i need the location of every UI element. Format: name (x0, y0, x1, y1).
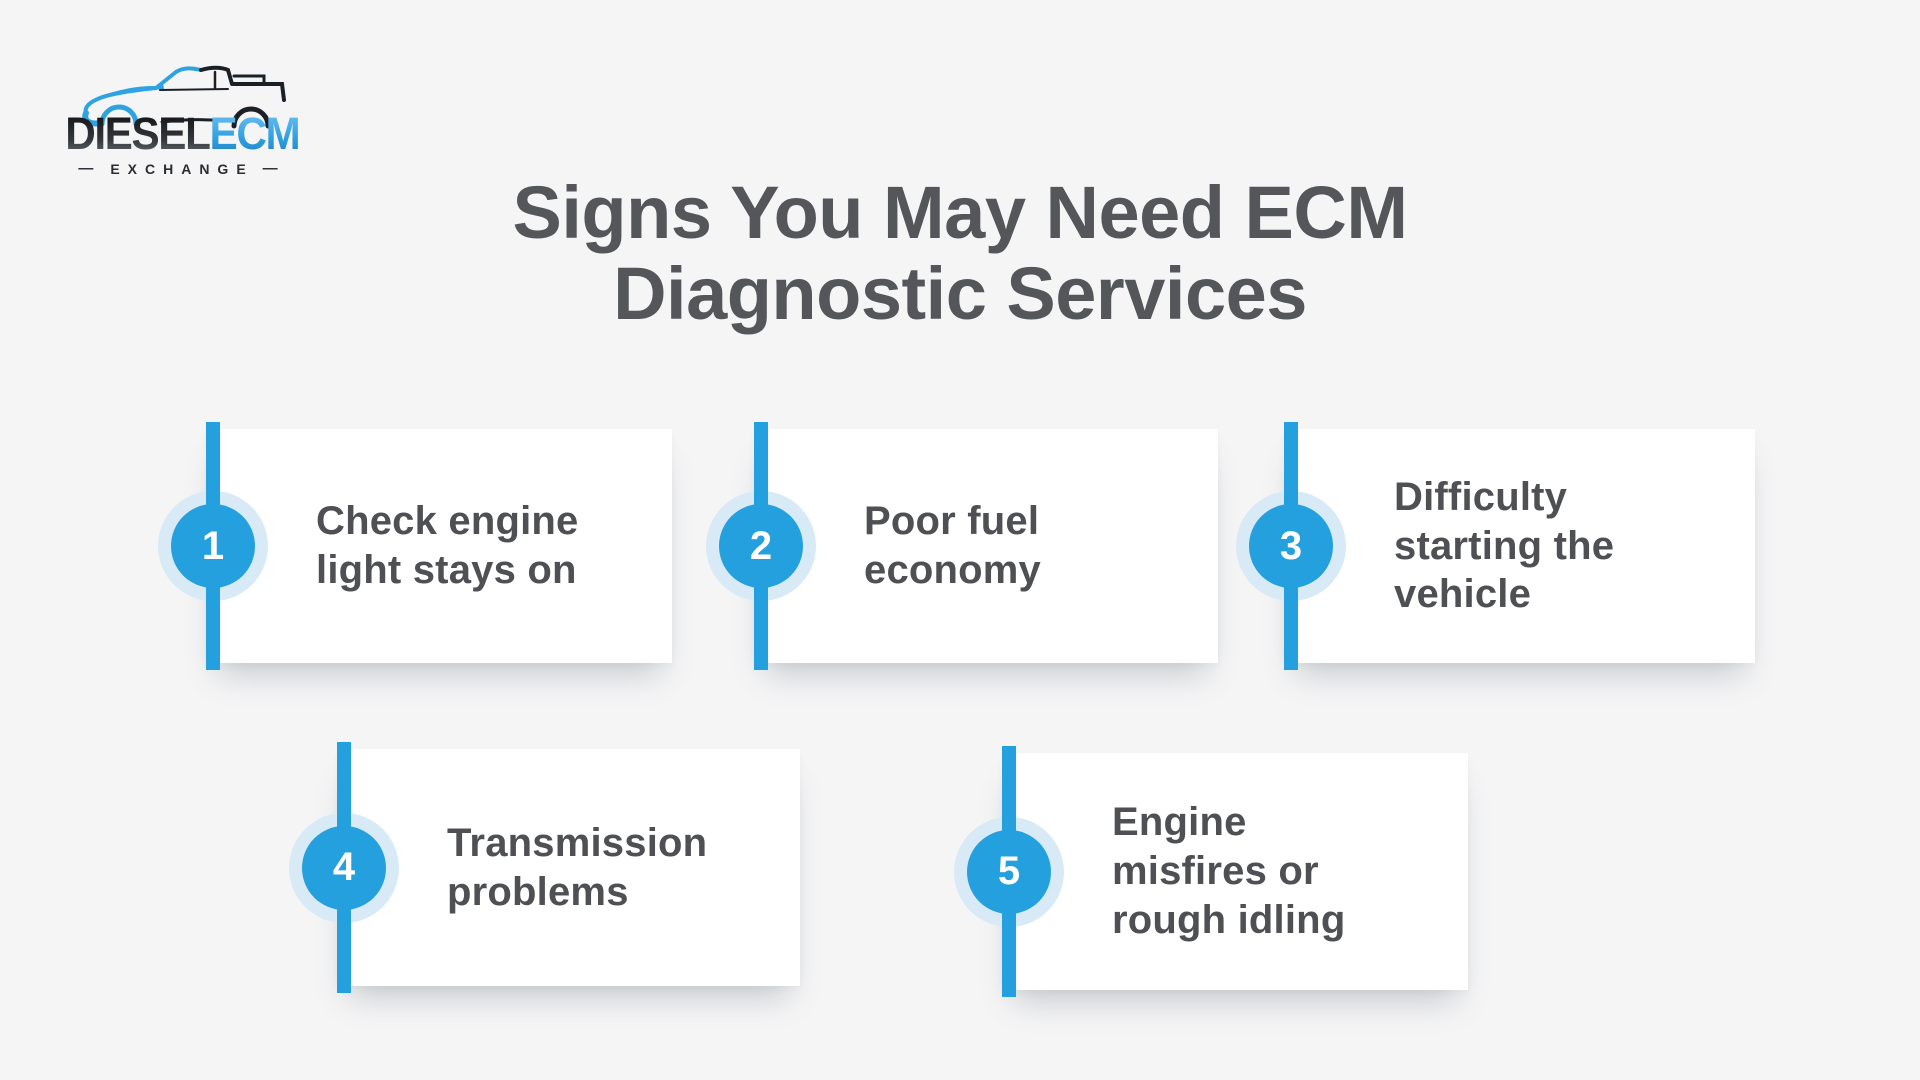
sign-label: Transmission problems (447, 820, 708, 914)
truck-logo-icon (82, 65, 286, 129)
step-number-badge: 2 (719, 504, 803, 588)
step-number-badge: 5 (967, 829, 1051, 914)
tagline-text: EXCHANGE (110, 160, 254, 177)
step-number-badge: 3 (1249, 504, 1333, 588)
sign-label: Check engine light stays on (316, 499, 579, 592)
step-number-badge: 1 (171, 504, 255, 588)
sign-label: Poor fuel economy (864, 499, 1042, 592)
sign-label: Engine misfires or rough idling (1112, 800, 1346, 942)
brand-wordmark: DIESELECM (65, 108, 301, 160)
sign-card-1: 1 Check engine light stays on (158, 422, 672, 670)
tagline-dash-right: — (262, 160, 278, 177)
sign-card-2: 2 Poor fuel economy (706, 422, 1218, 670)
brand-logo: DIESELECM — EXCHANGE — (58, 24, 301, 180)
sign-label: Difficulty starting the vehicle (1394, 474, 1615, 617)
brand-name-primary: DIESEL (65, 108, 211, 159)
sign-card-3: 3 Difficulty starting the vehicle (1236, 422, 1755, 670)
page-title: Signs You May Need ECM Diagnostic Servic… (512, 171, 1409, 336)
sign-card-4: 4 Transmission problems (289, 742, 800, 993)
brand-tagline: — EXCHANGE — (58, 160, 298, 177)
sign-card-5: 5 Engine misfires or rough idling (954, 746, 1468, 997)
tagline-dash-left: — (78, 160, 94, 177)
brand-name-secondary: ECM (209, 108, 301, 159)
step-number-badge: 4 (302, 825, 386, 910)
